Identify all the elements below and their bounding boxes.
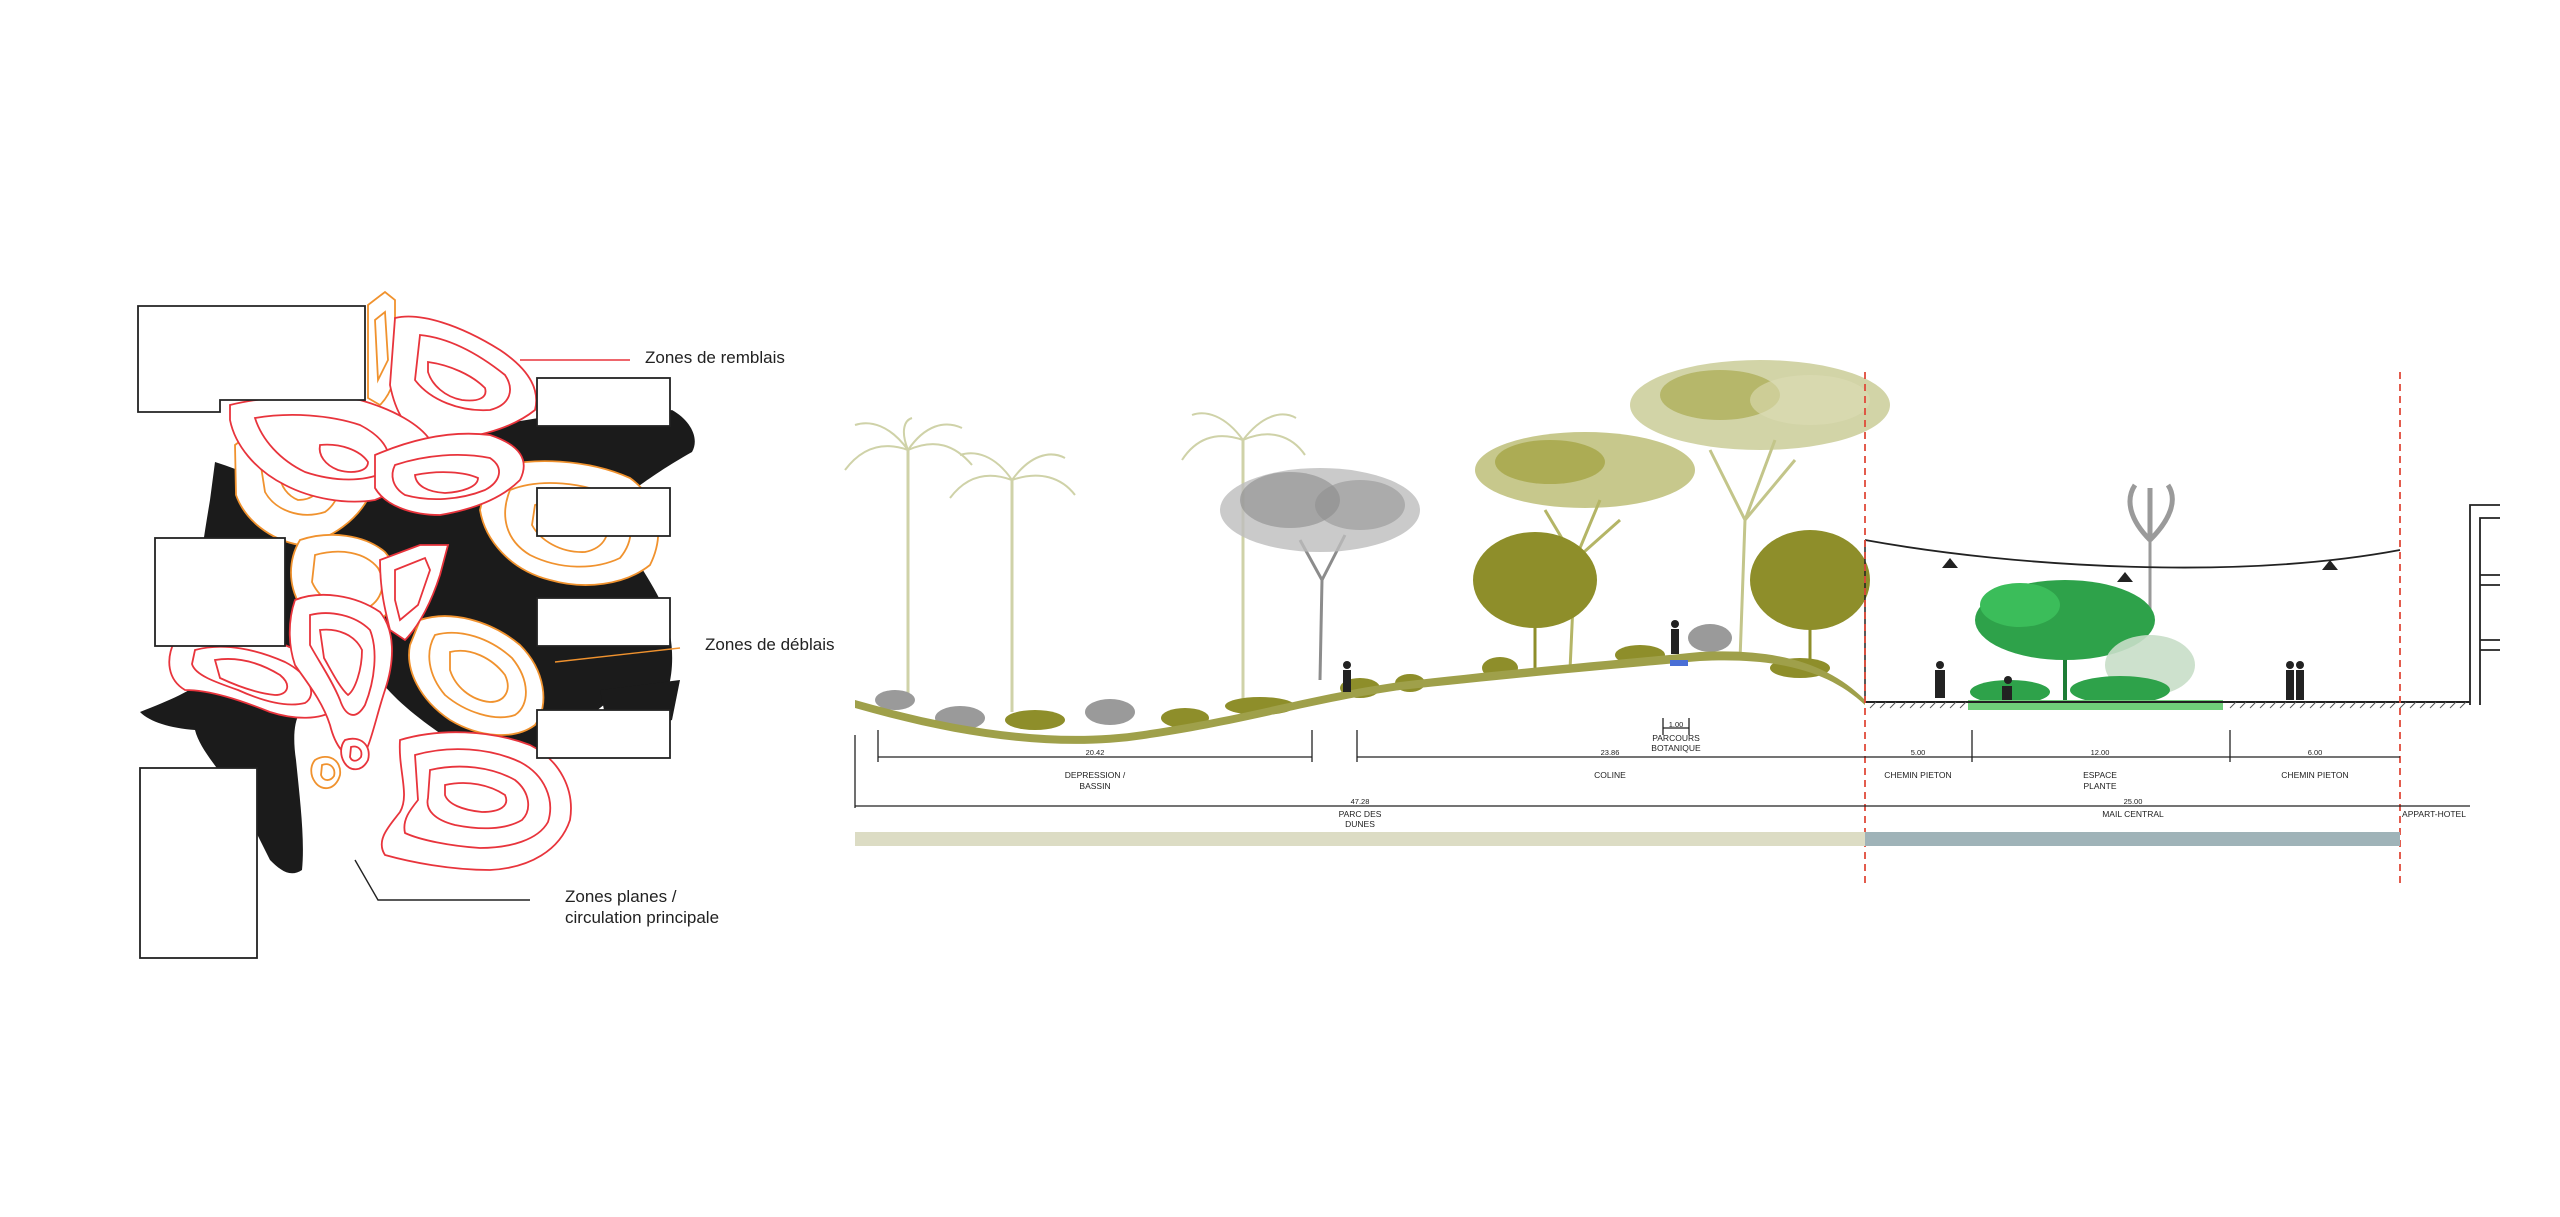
olive-bush-tree-1 [1473, 532, 1597, 670]
building-right-4 [536, 709, 671, 759]
label-parc-2: DUNES [1345, 819, 1375, 829]
lamp-2 [2117, 572, 2133, 582]
person-4 [2002, 676, 2012, 700]
building-right-1 [536, 377, 671, 427]
person-1 [1343, 661, 1351, 692]
parcours-botanique-strip [1670, 660, 1688, 666]
label-chemin-2: CHEMIN PIETON [2281, 770, 2348, 780]
dim-depression: 20.42 [1086, 748, 1105, 757]
cross-section: 20.42 1.00 23.86 5.00 12.00 6.00 47.28 2… [844, 360, 2500, 885]
building-right-2 [536, 487, 671, 537]
person-6 [2296, 661, 2304, 700]
palm-tree-3 [1181, 412, 1306, 700]
ground-hatch [1869, 701, 2467, 709]
building-left-mid [154, 537, 286, 647]
people [1343, 620, 2304, 700]
green-tree-espace [1968, 580, 2223, 710]
label-planes-2: circulation principale [565, 908, 719, 927]
buildings [137, 305, 671, 959]
shrubs [875, 624, 1830, 730]
dimension-lines [854, 718, 2470, 808]
label-planes-1: Zones planes / [565, 887, 677, 906]
building-right-3 [536, 597, 671, 647]
dim-parc: 47.28 [1351, 797, 1370, 806]
person-5 [2286, 661, 2294, 700]
parc-band [855, 832, 1865, 846]
label-chemin-1: CHEMIN PIETON [1884, 770, 1951, 780]
grey-tree [1220, 468, 1420, 681]
zone-labels: DEPRESSION / BASSIN PARCOURS BOTANIQUE C… [1065, 733, 2466, 829]
grey-palm-mail [2127, 483, 2175, 620]
ground-profile [855, 651, 2470, 744]
olive-pine-tree-2 [1630, 360, 1890, 661]
building-bottom-left [139, 767, 258, 959]
label-espace-2: PLANTE [2083, 781, 2116, 791]
building-top-left [137, 305, 366, 413]
dimension-values: 20.42 1.00 23.86 5.00 12.00 6.00 47.28 2… [1086, 720, 2323, 806]
label-appart: APPART-HOTEL [2402, 809, 2466, 819]
label-mail: MAIL CENTRAL [2102, 809, 2164, 819]
plan-legend: Zones de remblais Zones de déblais Zones… [354, 348, 834, 927]
lamp-1 [1942, 558, 1958, 568]
label-parcours-2: BOTANIQUE [1651, 743, 1701, 753]
olive-pine-tree-1 [1475, 432, 1695, 671]
label-parcours-1: PARCOURS [1652, 733, 1700, 743]
appart-hotel-building [2469, 504, 2500, 705]
lamp-3 [2322, 560, 2338, 570]
label-remblais: Zones de remblais [645, 348, 785, 367]
label-deblais: Zones de déblais [705, 635, 834, 654]
person-3 [1935, 661, 1945, 698]
palm-tree-1 [844, 417, 973, 700]
dim-mail: 25.00 [2124, 797, 2143, 806]
mail-band [1865, 832, 2400, 846]
dim-chemin-2: 6.00 [2308, 748, 2323, 757]
separators [1864, 372, 2401, 885]
label-depression-2: BASSIN [1079, 781, 1110, 791]
olive-bush-tree-2 [1750, 530, 1870, 675]
dim-espace: 12.00 [2091, 748, 2110, 757]
label-espace-1: ESPACE [2083, 770, 2117, 780]
label-depression-1: DEPRESSION / [1065, 770, 1126, 780]
grading-plan: Zones de remblais Zones de déblais Zones… [137, 290, 834, 959]
dim-chemin-1: 5.00 [1911, 748, 1926, 757]
label-coline: COLINE [1594, 770, 1626, 780]
dim-coline: 23.86 [1601, 748, 1620, 757]
remblais-contours [168, 315, 572, 871]
person-2 [1671, 620, 1679, 654]
dim-parcours: 1.00 [1669, 720, 1684, 729]
label-parc-1: PARC DES [1339, 809, 1382, 819]
palm-tree-2 [949, 452, 1076, 712]
